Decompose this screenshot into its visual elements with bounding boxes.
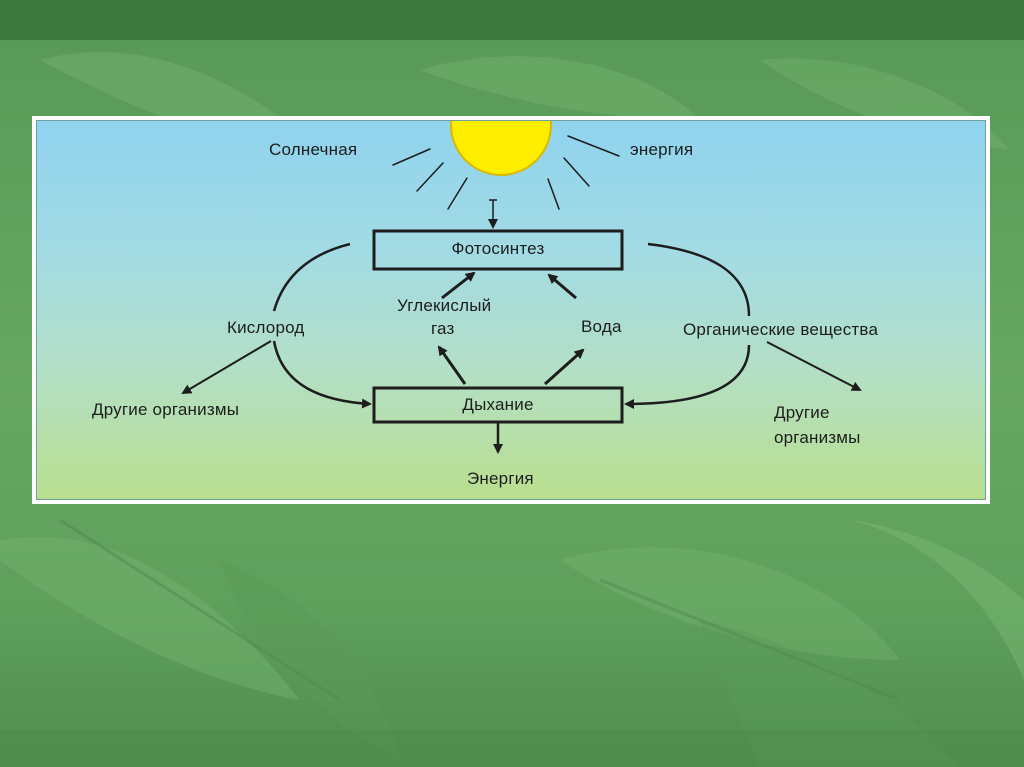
other-organisms-right-label-line1: Другие: [774, 403, 830, 422]
sun-ray: [392, 148, 431, 166]
sun-icon: [450, 121, 552, 176]
organic-cycle-curve: [647, 242, 751, 317]
leaf-vein: [599, 578, 901, 702]
organic-to-respiration-arrow: [624, 344, 751, 409]
diagram-panel: Солнечная энергия Фотосинтез Углекислый …: [36, 120, 986, 500]
oxygen-to-respiration-arrow: [272, 340, 372, 409]
sun-rays: [392, 135, 620, 210]
leaf-shape: [420, 56, 700, 120]
solar-label: Солнечная: [269, 140, 358, 159]
sun-ray: [416, 162, 444, 192]
bottom-band: [0, 730, 1024, 767]
leaf-shape: [850, 520, 1024, 680]
sun-ray: [567, 135, 620, 157]
water-label: Вода: [581, 317, 622, 336]
co2-to-photosynthesis-arrow: [441, 271, 476, 300]
sun-ray: [547, 178, 560, 210]
organic-label: Органические вещества: [683, 320, 879, 339]
co2-label-line1: Углекислый: [397, 296, 492, 315]
sun-ray: [563, 157, 590, 187]
oxygen-cycle-curve: [272, 242, 351, 312]
leaf-shape: [560, 547, 900, 660]
respiration-label: Дыхание: [462, 395, 534, 414]
organic-to-other-arrow: [766, 341, 862, 391]
leaf-shape: [0, 536, 300, 700]
co2-label-line2: газ: [431, 319, 455, 338]
diagram-frame: Солнечная энергия Фотосинтез Углекислый …: [32, 116, 990, 504]
leaf-shape: [220, 560, 400, 760]
energy-top-label: энергия: [630, 140, 694, 159]
diagram-svg: [181, 121, 862, 454]
oxygen-label: Кислород: [227, 318, 305, 337]
respiration-to-co2-arrow: [437, 345, 467, 385]
energy-bottom-label: Энергия: [467, 469, 534, 488]
sun-to-photosynthesis-arrow: [488, 199, 498, 229]
respiration-to-water-arrow: [543, 348, 585, 386]
sun-ray: [447, 177, 468, 210]
other-organisms-right-label-line2: организмы: [774, 428, 861, 447]
oxygen-to-other-arrow: [181, 340, 272, 395]
other-organisms-left-label: Другие организмы: [92, 400, 240, 419]
leaf-vein: [59, 518, 341, 702]
top-band: [0, 0, 1024, 40]
water-to-photosynthesis-arrow: [547, 273, 577, 300]
photosynthesis-label: Фотосинтез: [451, 239, 545, 258]
respiration-box: [372, 386, 624, 424]
photosynthesis-box: [372, 229, 624, 271]
